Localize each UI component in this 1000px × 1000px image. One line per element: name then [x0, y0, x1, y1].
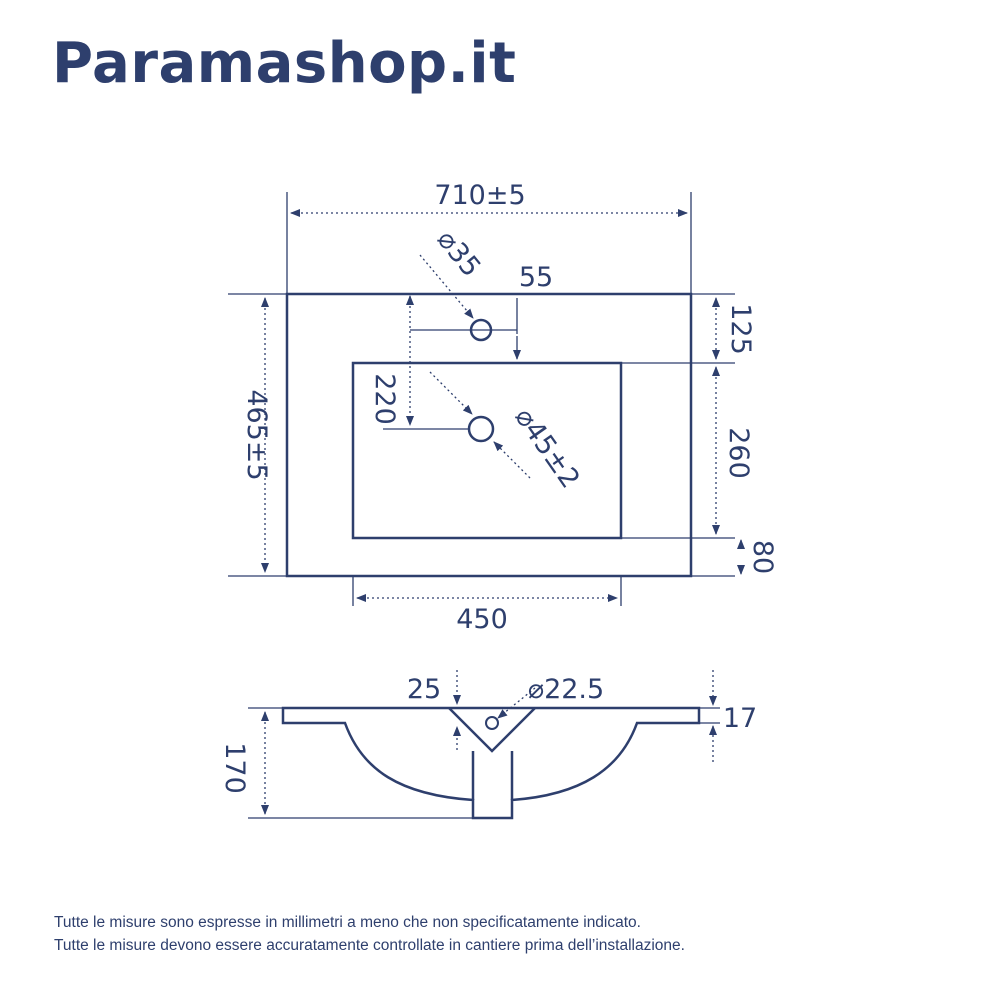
overflow-channel [448, 707, 536, 753]
bowl-width-label: 450 [456, 604, 508, 635]
brand-logo: Paramashop.it [52, 31, 517, 96]
extension-lines [228, 192, 735, 606]
bowl-depth-label: 260 [723, 427, 754, 479]
drain-leader-upper [429, 371, 473, 415]
side-view [248, 670, 720, 820]
tap-hole [469, 318, 493, 342]
disclaimer-notes: Tutte le misure sono espresse in millime… [54, 911, 685, 957]
drain-leader-lower [493, 441, 531, 479]
drain-diameter-label: ⌀45±2 [508, 402, 585, 494]
width-label: 710±5 [434, 180, 525, 211]
overflow-diameter-label: ⌀22.5 [528, 674, 604, 705]
overflow-offset-label: 25 [407, 674, 441, 705]
hole-to-drain-label: 220 [369, 373, 400, 425]
rim-thickness-label: 17 [723, 703, 757, 734]
note-line: Tutte le misure sono espresse in millime… [54, 914, 641, 931]
note-line: Tutte le misure devono essere accuratame… [54, 937, 685, 954]
tap-offset-label: 55 [519, 262, 553, 293]
basin-profile [281, 706, 701, 820]
side-extension-lines [248, 707, 720, 819]
bowl-outline [351, 361, 623, 540]
depth-label: 465±5 [241, 389, 272, 480]
drain-hole [467, 415, 495, 443]
back-margin-label: 125 [725, 303, 756, 355]
front-margin-label: 80 [747, 540, 778, 574]
tap-hole-leader [419, 254, 474, 319]
top-view [228, 192, 745, 606]
dimension-lines [261, 209, 720, 602]
height-label: 170 [219, 742, 250, 794]
basin-outline [285, 292, 693, 578]
overflow-hole [485, 716, 499, 730]
tap-hole-diameter-label: ⌀35 [431, 224, 487, 283]
